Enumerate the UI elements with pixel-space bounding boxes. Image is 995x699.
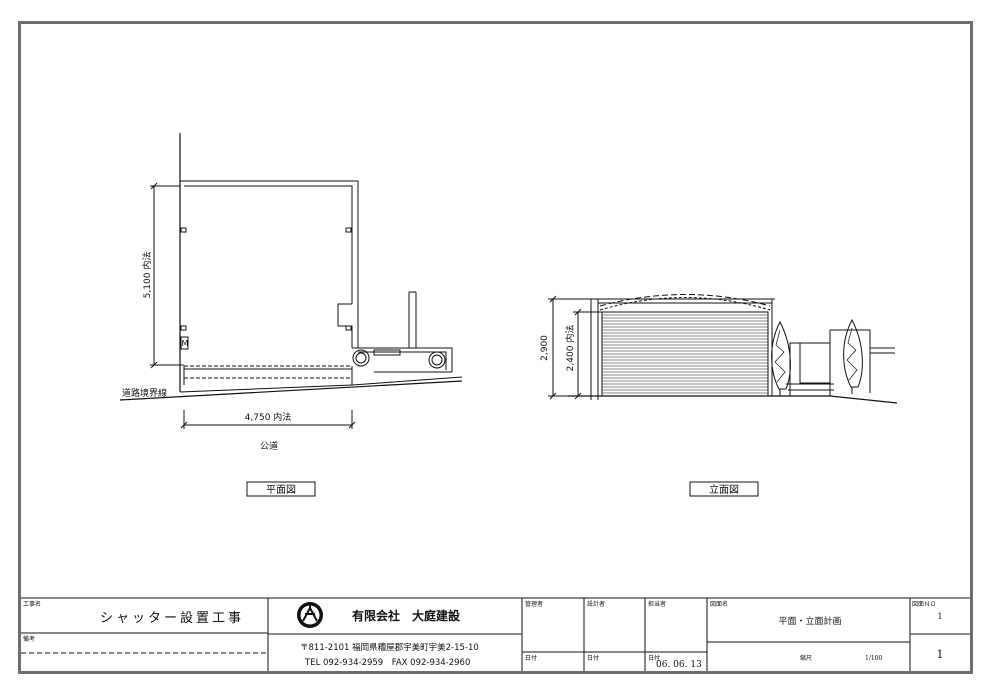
- elevation-caption: 立面図: [709, 483, 739, 496]
- person-caption: 担当者: [648, 600, 666, 608]
- sheet-caption: 図面ＮＯ: [912, 601, 936, 608]
- designer-caption: 設計者: [587, 600, 605, 608]
- sheet-number: 1: [937, 648, 944, 661]
- plan-caption: 平面図: [266, 484, 296, 496]
- meter-label: M: [182, 339, 189, 348]
- title-block: [21, 597, 970, 671]
- plan-width-dimension: 4,750 内法: [245, 411, 292, 423]
- road-label: 公道: [260, 440, 278, 452]
- scale-value: 1/100: [865, 655, 882, 662]
- elevation-inner-dimension: 2,400 内法: [564, 325, 576, 372]
- company-address: 〒811-2101 福岡県糟屋郡宇美町宇美2-15-10: [300, 642, 479, 653]
- elevation-total-dimension: 2,900: [540, 335, 550, 361]
- date-caption-manager: 日付: [525, 654, 537, 662]
- date-value: 06. 06. 13: [656, 660, 702, 670]
- boundary-line-label: 道路境界線: [122, 387, 167, 399]
- project-name: シャッター設置工事: [100, 610, 244, 626]
- elevation-view: [548, 294, 898, 404]
- drawing-frame: [18, 21, 973, 674]
- plan-depth-dimension: 5,100 内法: [141, 252, 153, 299]
- project-caption: 工事名: [23, 600, 41, 608]
- notes-caption: 備考: [23, 635, 35, 643]
- date-caption-designer: 日付: [587, 654, 599, 662]
- drawing-name: 平面・立面計画: [778, 615, 841, 627]
- company-logo: [297, 602, 323, 628]
- manager-caption: 管理者: [525, 600, 543, 608]
- elevation-caption-box: [689, 481, 759, 497]
- company-contact: TEL 092-934-2959 FAX 092-934-2960: [304, 658, 470, 668]
- sheet-number-top: 1: [937, 612, 942, 621]
- shutter-slats: [602, 314, 768, 394]
- scale-caption: 縮尺: [800, 654, 812, 662]
- date-caption-person: 日付: [648, 654, 660, 662]
- company-name: 有限会社 大庭建設: [352, 608, 461, 623]
- plan-view: [119, 133, 463, 429]
- drawing-caption: 図面名: [710, 600, 728, 608]
- plan-caption-box: [246, 481, 316, 497]
